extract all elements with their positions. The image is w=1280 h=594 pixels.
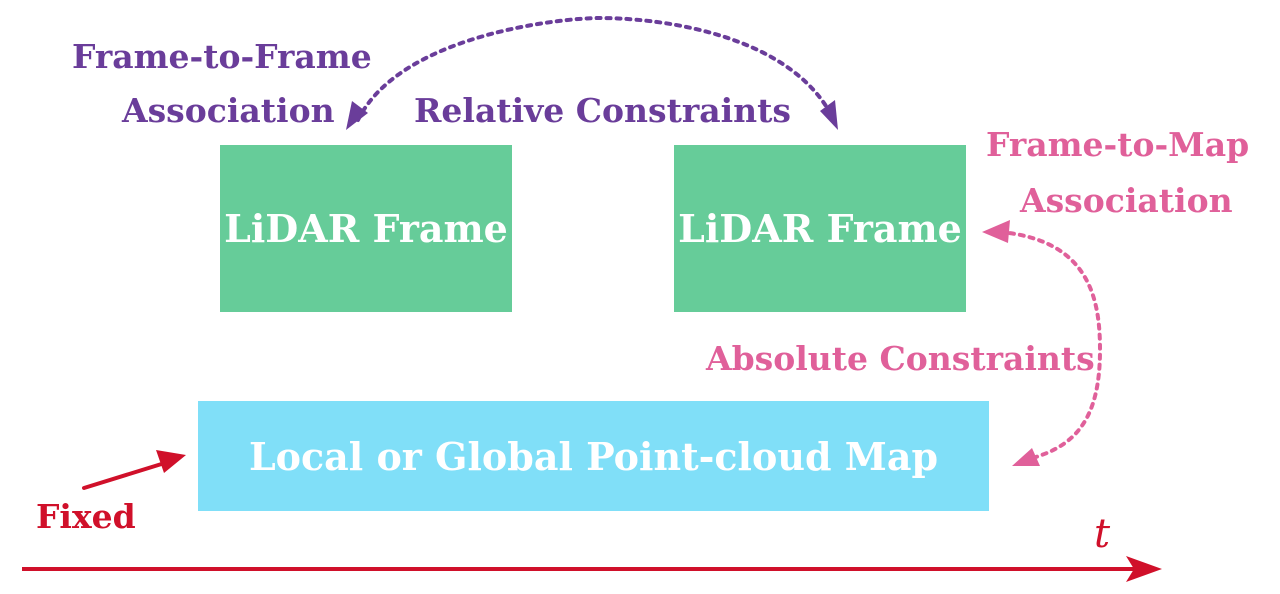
frame-to-frame-label-line1: Frame-to-Frame [72, 37, 372, 76]
frame-to-frame-label-line2: Association [122, 91, 335, 130]
relative-constraints-arrow [356, 15, 836, 122]
absolute-constraints-arrow [998, 230, 1103, 462]
relative-constraints-label: Relative Constraints [414, 91, 791, 130]
time-axis-label: t [1094, 511, 1111, 557]
fixed-arrow [82, 460, 170, 490]
fixed-arrowhead [156, 450, 186, 473]
lidar-frame-box-2-label: LiDAR Frame [678, 206, 962, 251]
frame-to-map-label-line2: Association [1020, 181, 1233, 220]
absolute-arrowhead-bottom [1012, 448, 1040, 466]
relative-arrowhead-right [820, 100, 838, 130]
point-cloud-map-label: Local or Global Point-cloud Map [248, 433, 939, 479]
relative-arrowhead-left [346, 101, 368, 130]
point-cloud-map-box: Local or Global Point-cloud Map [198, 401, 989, 511]
fixed-label: Fixed [36, 497, 136, 536]
absolute-constraints-label: Absolute Constraints [706, 339, 1095, 378]
lidar-frame-box-2: LiDAR Frame [674, 145, 966, 312]
frame-to-map-label-line1: Frame-to-Map [986, 125, 1250, 164]
lidar-frame-box-1: LiDAR Frame [220, 145, 512, 312]
lidar-frame-box-1-label: LiDAR Frame [224, 206, 508, 251]
time-axis-arrowhead [1126, 556, 1162, 582]
absolute-arrowhead-top [982, 220, 1010, 243]
